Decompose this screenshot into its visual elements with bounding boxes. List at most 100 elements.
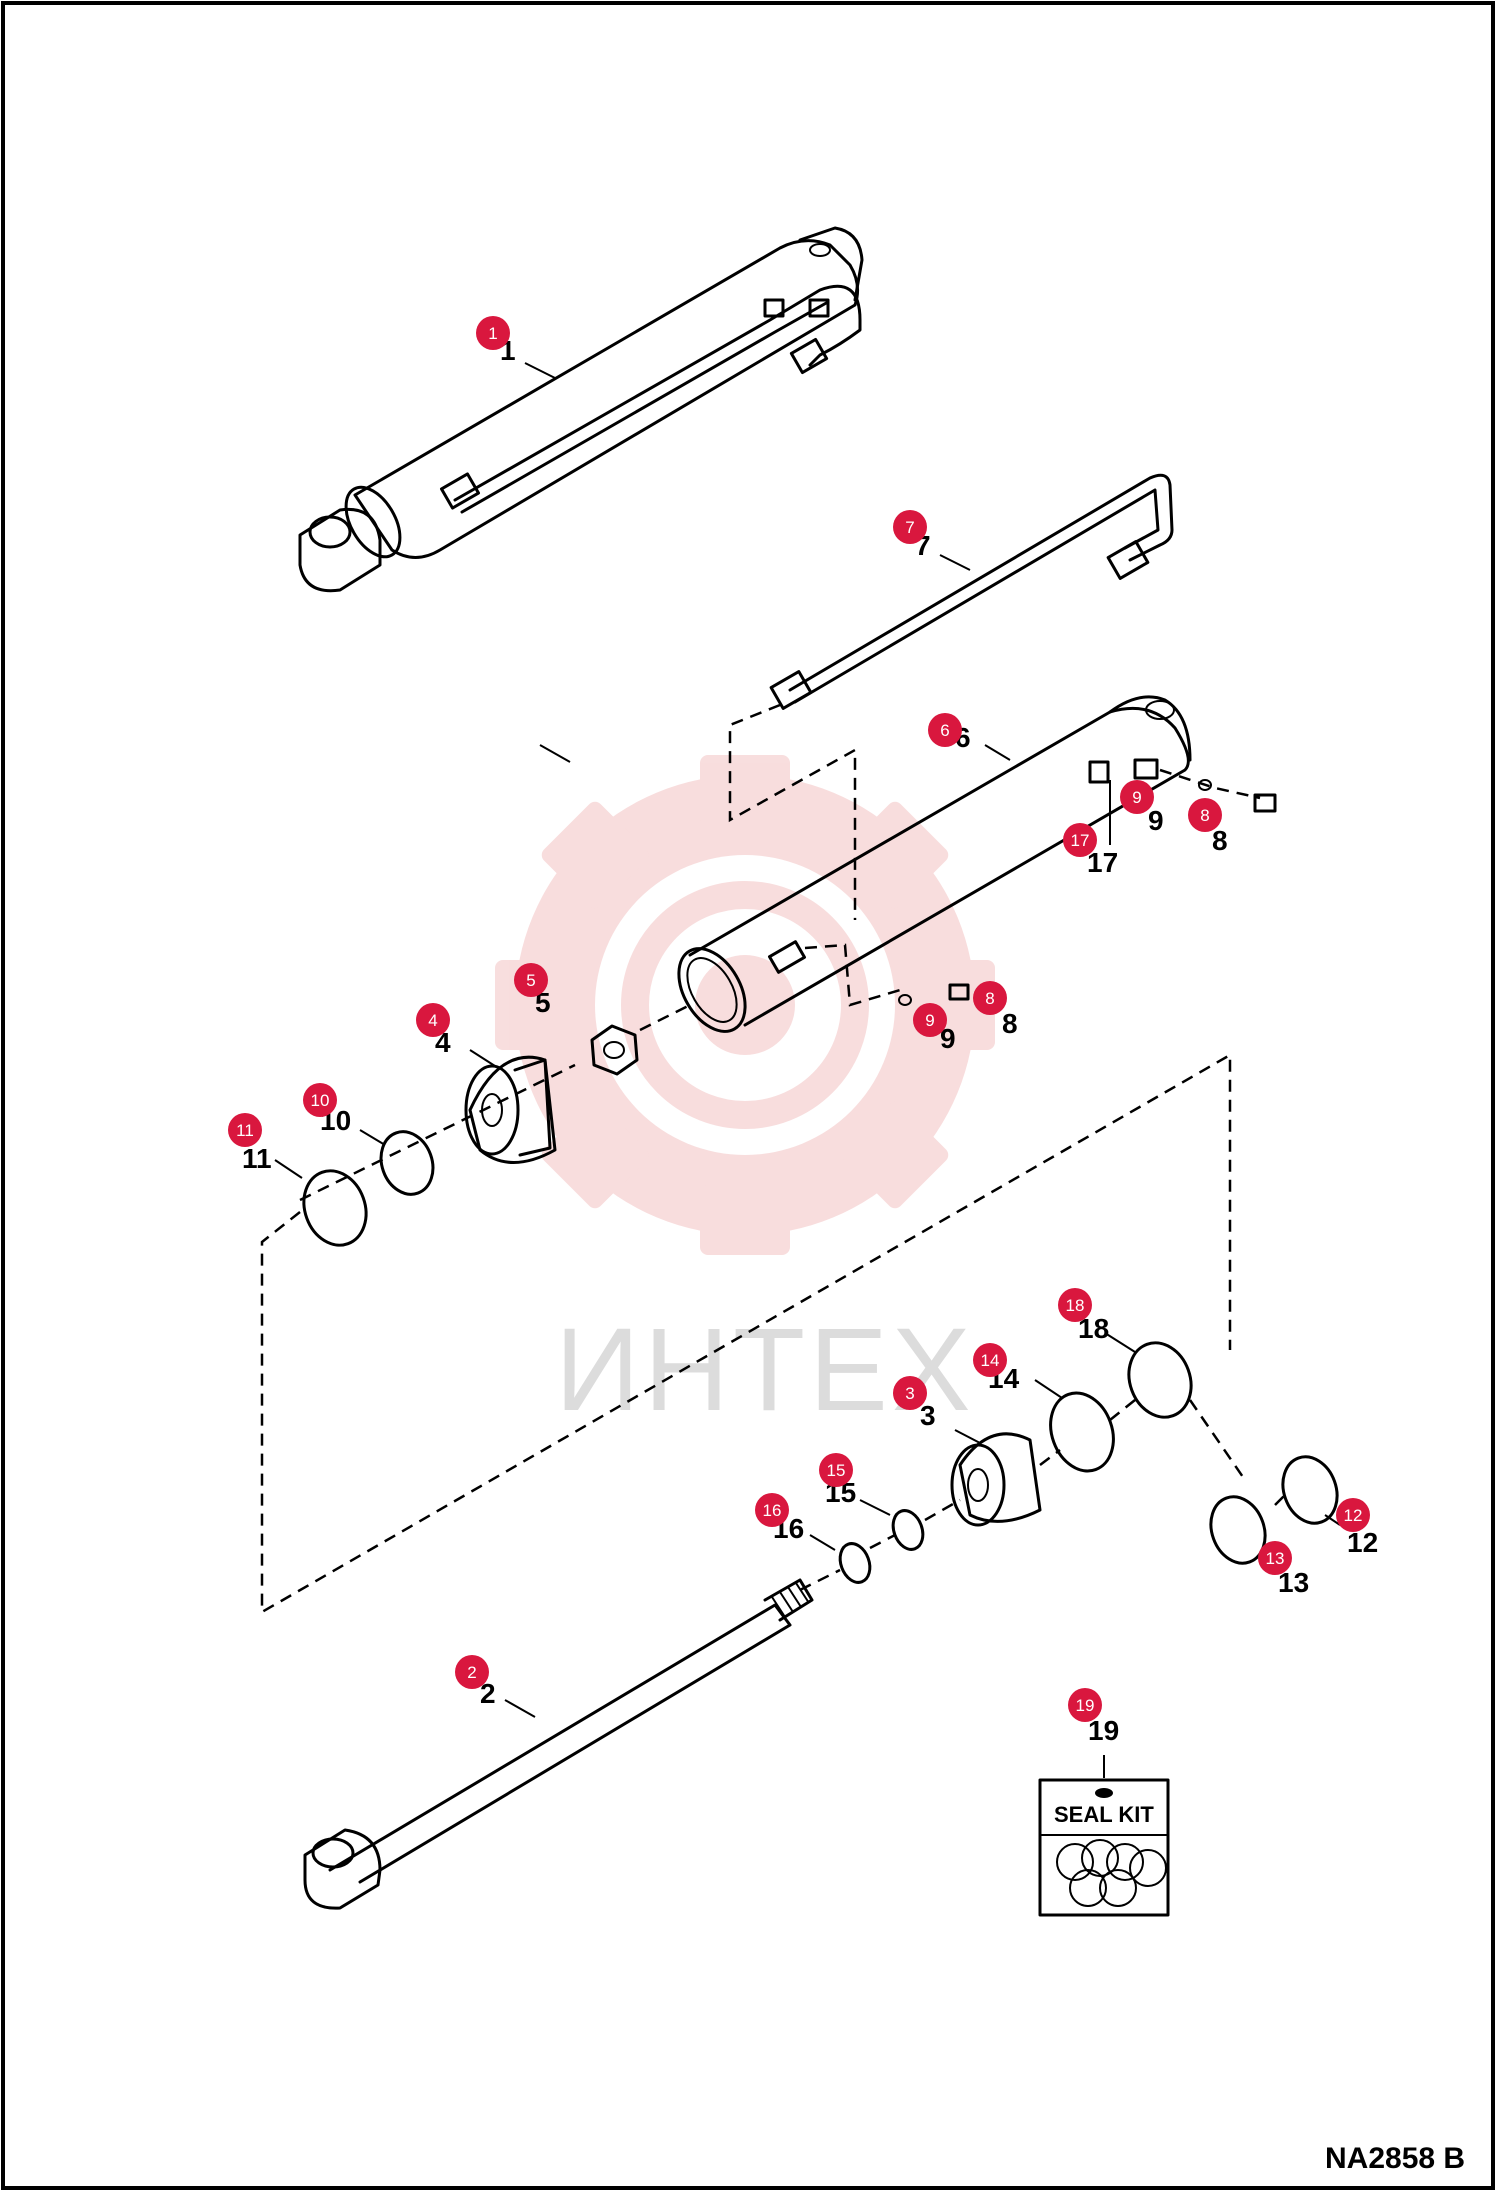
part-3-gland [950, 1432, 1042, 1527]
callout-13: 13 [1258, 1541, 1292, 1575]
callout-bubble [1336, 1498, 1370, 1532]
leader-fitting-upper [1159, 768, 1261, 800]
callout-number: 3 [905, 1384, 914, 1403]
part-4-piston [464, 1055, 557, 1164]
callout-number: 12 [1344, 1506, 1363, 1525]
callout-12: 12 [1336, 1498, 1370, 1532]
callout-bubble [819, 1453, 853, 1487]
part-16-ring [838, 1542, 872, 1584]
callout-11: 11 [228, 1113, 262, 1147]
callout-17: 17 [1063, 823, 1097, 857]
callout-number: 17 [1071, 831, 1090, 850]
callout-7: 7 [893, 510, 927, 544]
seal-kit-label: SEAL KIT [1054, 1802, 1154, 1827]
callout-3: 3 [893, 1376, 927, 1410]
callout-bubble [755, 1493, 789, 1527]
callout-number: 1 [488, 324, 497, 343]
callout-9b: 9 [1120, 780, 1154, 814]
callout-bubble [1188, 798, 1222, 832]
part-10-ring [379, 1130, 435, 1196]
part-14-ring [1049, 1391, 1115, 1473]
part-13-ring [1209, 1495, 1267, 1565]
callout-number: 9 [1132, 788, 1141, 807]
label-11: 11 [242, 1143, 272, 1174]
callout-4: 4 [416, 1003, 450, 1037]
callout-number: 15 [827, 1461, 846, 1480]
callout-bubble [476, 316, 510, 350]
callout-bubble [928, 713, 962, 747]
callout-number: 13 [1266, 1549, 1285, 1568]
part-19-seal-kit: SEAL KIT [1038, 1755, 1170, 1917]
callout-1: 1 [476, 316, 510, 350]
callout-bubble [1068, 1688, 1102, 1722]
part-11-ring [302, 1169, 368, 1247]
callout-bubble [913, 1003, 947, 1037]
callout-bubble [416, 1003, 450, 1037]
callout-bubble [1063, 823, 1097, 857]
part-5-nut [590, 1024, 639, 1076]
label-2: 2 [480, 1678, 496, 1709]
part-6-barrel [677, 695, 1192, 1033]
label-8b: 8 [1212, 825, 1228, 856]
label-12: 12 [1347, 1527, 1378, 1558]
watermark-text: ИНТЕХ [555, 1304, 975, 1436]
drawing-id: NA2858 B [1325, 2142, 1465, 2175]
callout-16: 16 [755, 1493, 789, 1527]
label-17: 17 [1087, 847, 1118, 878]
callout-bubble [893, 1376, 927, 1410]
part-12-ring [1281, 1455, 1339, 1525]
callout-number: 4 [428, 1011, 437, 1030]
callout-15: 15 [819, 1453, 853, 1487]
callout-number: 6 [940, 721, 949, 740]
callout-bubble [1258, 1541, 1292, 1575]
callout-8b: 8 [1188, 798, 1222, 832]
callout-number: 10 [311, 1091, 330, 1110]
callout-bubble [893, 510, 927, 544]
callout-14: 14 [973, 1343, 1007, 1377]
callout-18: 18 [1058, 1288, 1092, 1322]
callout-10: 10 [303, 1083, 337, 1117]
leader-rings-lower [1188, 1399, 1286, 1506]
callout-bubble [228, 1113, 262, 1147]
callout-bubble [303, 1083, 337, 1117]
part-18-ring [1127, 1341, 1193, 1419]
callout-number: 11 [236, 1121, 254, 1140]
callout-number: 16 [763, 1501, 782, 1520]
callout-number: 14 [981, 1351, 1000, 1370]
callout-number: 2 [467, 1663, 476, 1682]
leader-tube-to-barrel [728, 703, 857, 920]
callout-number: 18 [1066, 1296, 1085, 1315]
label-8a: 8 [1002, 1008, 1018, 1039]
callout-19: 19 [1068, 1688, 1102, 1722]
callout-bubble [973, 981, 1007, 1015]
callout-9a: 9 [913, 1003, 947, 1037]
axis-lower [799, 1399, 1136, 1592]
label-9a: 9 [940, 1023, 956, 1054]
callout-bubble [455, 1655, 489, 1689]
part-9-orings [898, 779, 1212, 1006]
callout-bubble [1058, 1288, 1092, 1322]
callout-number: 5 [526, 971, 535, 990]
label-19: 19 [1088, 1715, 1119, 1746]
callout-bubble [514, 963, 548, 997]
label-3: 3 [920, 1400, 936, 1431]
callout-bubble [973, 1343, 1007, 1377]
part-7-tube [769, 473, 1174, 710]
callout-6: 6 [928, 713, 962, 747]
callout-number: 8 [985, 989, 994, 1008]
part-15-ring [891, 1509, 925, 1551]
callout-2: 2 [455, 1655, 489, 1689]
callout-number: 8 [1200, 806, 1209, 825]
label-9b: 9 [1148, 805, 1164, 836]
callout-number: 19 [1076, 1696, 1095, 1715]
part-2-rod [303, 1578, 814, 1910]
callout-number: 7 [905, 518, 914, 537]
callout-bubble [1120, 780, 1154, 814]
part-8-plugs [948, 793, 1277, 1001]
callout-8a: 8 [973, 981, 1007, 1015]
callout-5: 5 [514, 963, 548, 997]
part-1-cylinder-assembly [298, 226, 864, 593]
